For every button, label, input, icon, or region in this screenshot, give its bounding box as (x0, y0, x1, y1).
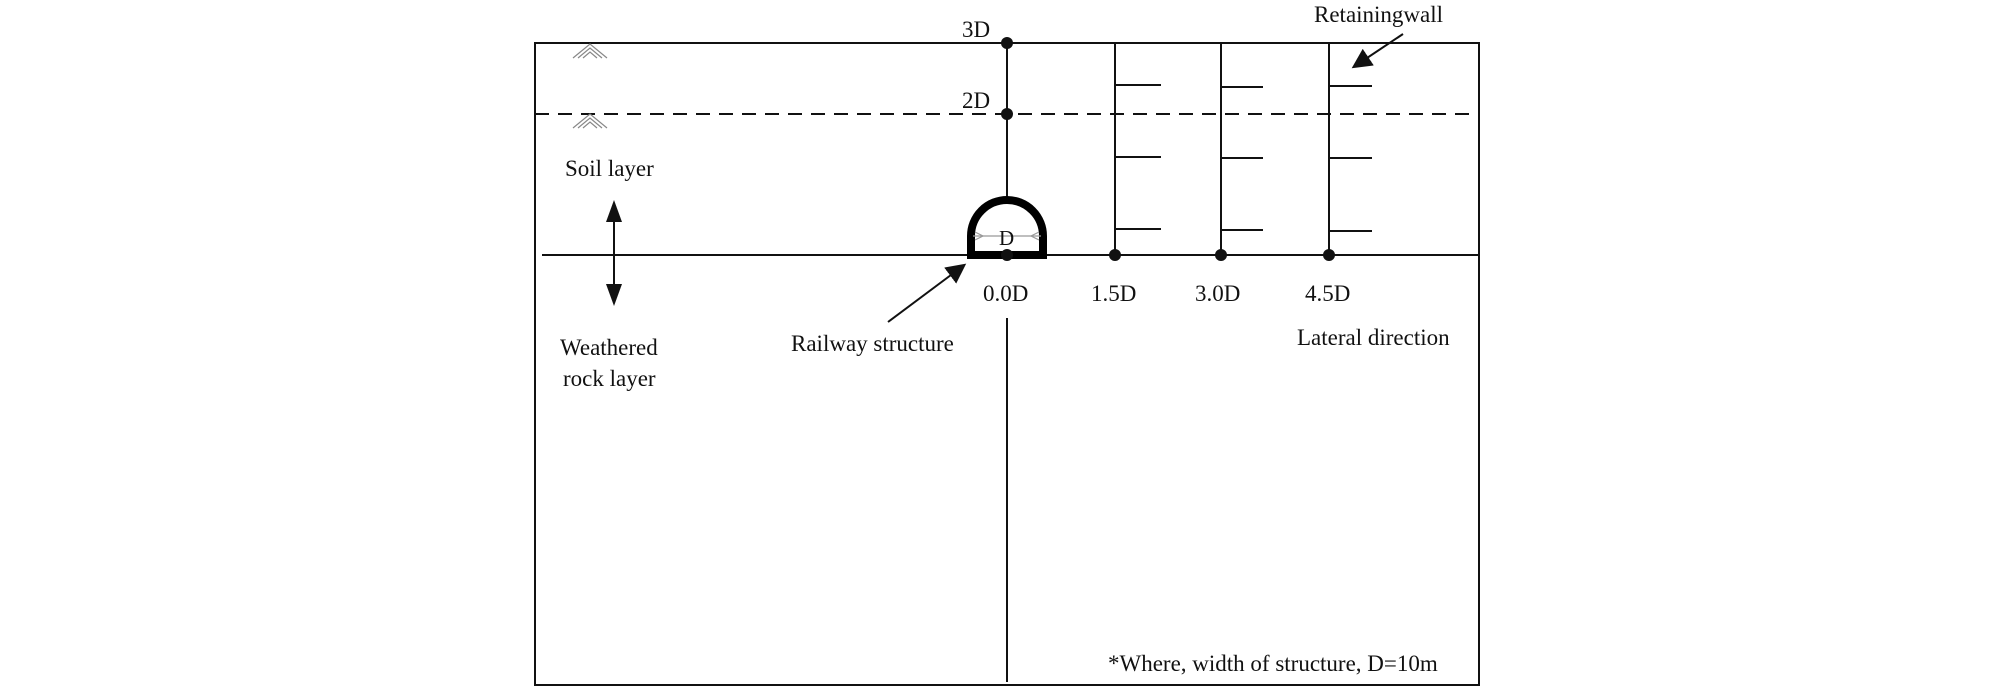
railway-structure-arrow-icon (887, 263, 967, 323)
ground-surface-symbol (572, 43, 608, 59)
weathered-label-line2: rock layer (563, 366, 656, 391)
water-table-symbol (572, 113, 608, 129)
soil-layer-label: Soil layer (565, 156, 654, 181)
arrow-down-icon (606, 284, 622, 306)
retaining-wall-label: Retainingwall (1314, 2, 1443, 27)
dimension-arrow-right-icon (1029, 231, 1040, 241)
retaining-wall-1 (1109, 43, 1161, 261)
lateral-direction-label: Lateral direction (1297, 325, 1450, 350)
lateral-label-1: 1.5D (1091, 281, 1136, 306)
weathered-label-line1: Weathered (560, 335, 658, 360)
lateral-label-0: 0.0D (983, 281, 1028, 306)
lateral-label-2: 3.0D (1195, 281, 1240, 306)
point-3d (1001, 37, 1013, 49)
retaining-wall-3 (1323, 43, 1372, 261)
width-note: *Where, width of structure, D=10m (1108, 651, 1438, 676)
tunnel-width-label: D (999, 226, 1014, 250)
arrow-up-icon (606, 200, 622, 222)
point-2d (1001, 108, 1013, 120)
railway-structure-label: Railway structure (791, 331, 954, 356)
label-2d: 2D (962, 88, 990, 113)
point-0d (1001, 249, 1013, 261)
dimension-arrow-left-icon (974, 231, 985, 241)
label-3d: 3D (962, 17, 990, 42)
railway-tunnel (967, 196, 1047, 259)
retaining-wall-2 (1215, 43, 1263, 261)
lateral-label-3: 4.5D (1305, 281, 1350, 306)
retaining-wall-arrow-icon (1351, 33, 1404, 69)
